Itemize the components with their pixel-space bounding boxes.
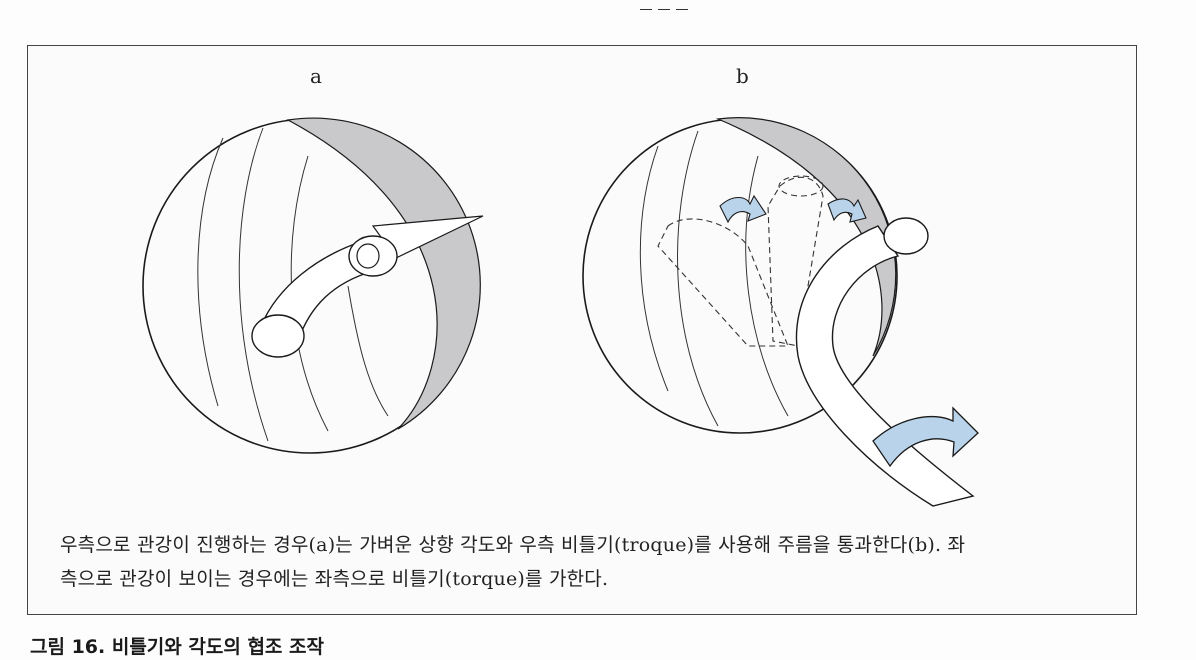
panel-b-label: b bbox=[736, 64, 749, 88]
endoscope-ring-inner-a bbox=[356, 243, 380, 269]
figure-box: a b bbox=[27, 45, 1137, 615]
figure-title: 그림 16. 비틀기와 각도의 협조 조작 bbox=[30, 636, 324, 658]
panel-a-label: a bbox=[310, 64, 322, 88]
fold-line-b-2 bbox=[677, 130, 719, 427]
torque-arrow-large bbox=[872, 406, 979, 468]
fold-line-b-3 bbox=[745, 155, 789, 417]
fold-line-a-4 bbox=[347, 285, 389, 417]
caption-line-2: 측으로 관강이 보이는 경우에는 좌측으로 비틀기(torque)를 가한다. bbox=[60, 568, 609, 590]
shaded-lumen-wall-a bbox=[286, 117, 481, 430]
cropped-heading-fragment bbox=[640, 0, 760, 10]
illustration bbox=[142, 117, 979, 507]
dashed-scope-position-2 bbox=[767, 176, 824, 347]
dashed-scope-tip bbox=[778, 175, 824, 197]
panel-b-diagram bbox=[582, 117, 979, 507]
dashed-scope-position-1 bbox=[657, 218, 789, 347]
endoscope-tip-a bbox=[251, 314, 305, 358]
caption-line-1: 우측으로 관강이 진행하는 경우(a)는 가벼운 상향 각도와 우측 비틀기(t… bbox=[60, 534, 966, 556]
endoscope-tip-b bbox=[883, 217, 929, 255]
endoscope-shaft-b bbox=[795, 225, 975, 507]
torque-arrow-small-1 bbox=[719, 194, 767, 224]
shaded-lumen-wall-b bbox=[715, 117, 897, 357]
fold-line-b-1 bbox=[639, 145, 669, 392]
figure-caption: 우측으로 관강이 진행하는 경우(a)는 가벼운 상향 각도와 우측 비틀기(t… bbox=[60, 528, 1120, 596]
fold-line-a-2 bbox=[238, 127, 269, 442]
torque-arrow-small-2 bbox=[827, 198, 867, 223]
panel-a-diagram bbox=[142, 117, 484, 454]
fold-line-a-1 bbox=[197, 137, 224, 407]
